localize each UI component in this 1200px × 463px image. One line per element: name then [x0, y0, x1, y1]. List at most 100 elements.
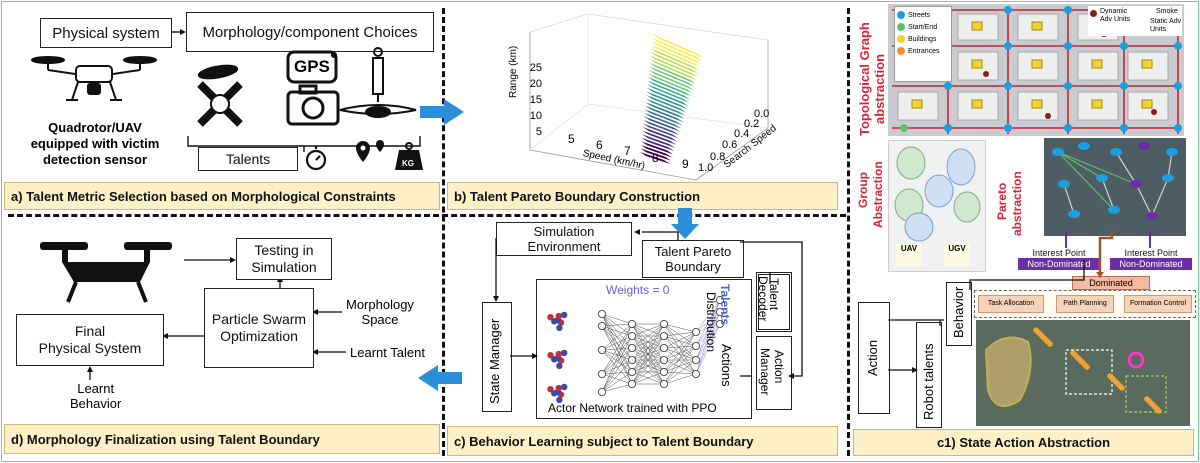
nn-edge: [663, 345, 697, 361]
nn-edge: [601, 383, 633, 393]
nn-node: [691, 328, 700, 337]
nn-edge: [695, 323, 721, 333]
nn-edge: [663, 359, 697, 373]
formation-control-box: Formation Control: [1124, 295, 1192, 313]
surface-stripe: [651, 41, 702, 65]
camera-icon: [286, 84, 340, 126]
ugv-label: UGV: [948, 244, 966, 253]
caption-c1: c1) State Action Abstraction: [853, 429, 1194, 456]
pareto-edge: [1151, 177, 1169, 217]
divider-bc1: [847, 8, 850, 456]
neural-network-graphic: [547, 296, 724, 404]
surface-stripe: [640, 144, 673, 158]
learnt-behavior-label: Learnt Behavior: [70, 381, 121, 411]
uav-legend: UAV: [896, 244, 922, 266]
range-tick: 10: [529, 110, 542, 122]
pareto-node: [1162, 174, 1174, 182]
dominated-badge: Dominated: [1072, 276, 1150, 290]
street-node: [1064, 42, 1072, 50]
nn-edge: [695, 311, 721, 333]
nn-edge: [601, 359, 633, 375]
nn-node: [715, 319, 724, 328]
sim-env-line-1: Simulation: [533, 224, 595, 239]
kg-label: KG: [402, 159, 414, 168]
dynamic-adv-icon: [1090, 10, 1097, 17]
street-node: [1174, 82, 1182, 90]
physical-system-box: Physical system: [40, 18, 172, 48]
nn-node: [660, 380, 669, 389]
surface-stripe: [641, 141, 674, 155]
search-tick: 0.8: [710, 151, 726, 163]
nn-edge: [663, 331, 697, 361]
nn-edge: [695, 299, 721, 347]
arrow-a-to-b-icon: [420, 99, 464, 125]
surface-stripe: [647, 76, 692, 97]
arrow-c-to-d-icon: [418, 365, 462, 391]
drone-silhouette-icon: [40, 242, 172, 303]
input-cluster-node: [555, 312, 562, 320]
pareto-node: [1138, 142, 1150, 150]
pareto-node: [1052, 148, 1064, 156]
search-tick: 0.0: [754, 108, 770, 120]
pareto-edge: [1167, 151, 1173, 179]
surface-stripe: [641, 134, 676, 148]
search-tick: 0.4: [734, 128, 750, 140]
caption-d-text: d) Morphology Finalization using Talent …: [11, 431, 320, 447]
pareto-edge: [1115, 151, 1137, 185]
learnt-line-1: Learnt: [77, 381, 115, 396]
behavior-box: [946, 282, 972, 346]
morph-line-1: Morphology: [346, 297, 414, 312]
pareto-node: [1068, 210, 1080, 218]
range-tick: 25: [529, 62, 542, 74]
search-tick: 0.6: [722, 139, 738, 151]
nn-edge: [631, 323, 665, 373]
nn-edge: [663, 335, 697, 347]
nn-edge: [663, 331, 697, 373]
nn-edge: [601, 347, 633, 375]
axis-range-label: Range (km): [508, 45, 519, 98]
nn-node: [715, 307, 724, 316]
nn-edge: [663, 347, 697, 375]
nn-edge: [663, 359, 697, 375]
pareto-edge: [1057, 151, 1103, 179]
street-node: [944, 124, 952, 132]
nn-node: [691, 370, 700, 379]
nn-node: [598, 321, 607, 330]
nn-node: [598, 309, 607, 318]
street-node: [1004, 42, 1012, 50]
stopwatch-icon: [305, 146, 327, 171]
street-node: [1064, 124, 1072, 132]
start-node: [900, 124, 908, 132]
surface-stripe: [643, 116, 681, 132]
caption-c-text: c) Behavior Learning subject to Talent B…: [454, 433, 754, 449]
simulation-screenshot-graphic: [984, 327, 1167, 414]
nn-node: [628, 344, 637, 353]
simulation-environment-box: Simulation Environment: [496, 222, 632, 256]
interest-point-left: Interest Point Non-Dominated: [1018, 248, 1100, 270]
topological-abstraction-label: abstraction: [872, 53, 887, 124]
antenna-icon: [372, 47, 384, 102]
nn-edge: [601, 373, 633, 385]
divider-top-bottom: [8, 214, 846, 217]
input-cluster-node: [556, 362, 563, 370]
nn-edge: [663, 323, 697, 333]
nn-edge: [601, 323, 633, 327]
surface-stripe: [650, 44, 701, 68]
final-physical-system-box: Final Physical System: [16, 314, 164, 366]
pso-box: Particle Swarm Optimization: [204, 288, 314, 368]
street-node: [1174, 124, 1182, 132]
pareto-node: [1166, 148, 1178, 156]
pareto-abstraction-map: [1044, 138, 1186, 236]
weight-icon: [395, 142, 423, 170]
talent-decoder-box: [756, 272, 792, 332]
talents-label: Talents: [225, 151, 271, 167]
final-line-2: Physical System: [38, 340, 142, 356]
building-node: [1091, 59, 1103, 69]
surface-stripe: [648, 73, 693, 94]
nn-node: [660, 344, 669, 353]
nn-edge: [631, 347, 665, 385]
nn-edge: [663, 345, 697, 373]
nn-edge: [601, 335, 633, 375]
simulation-screenshot: [976, 320, 1190, 426]
region-box: [1065, 349, 1113, 395]
